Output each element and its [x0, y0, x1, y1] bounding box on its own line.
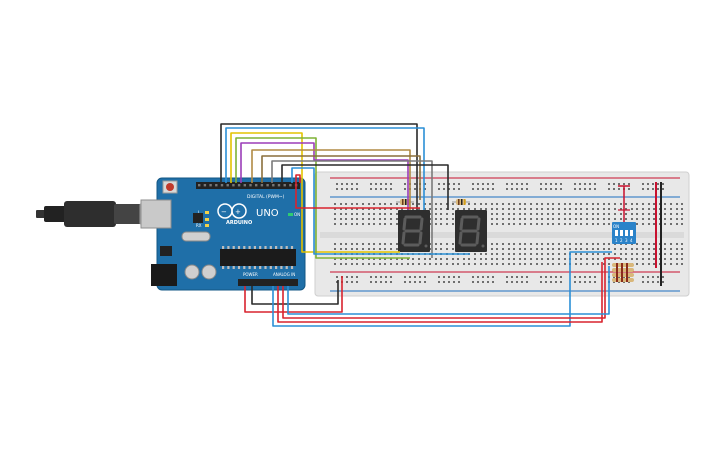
crystal: [181, 231, 211, 242]
capacitor-2: [201, 264, 217, 280]
dip-pos-2: 2: [620, 238, 623, 243]
power-jack: [151, 264, 177, 286]
seven-segment-display-left[interactable]: [398, 210, 430, 252]
pull-down-resistors[interactable]: [612, 263, 634, 282]
l-led: [205, 211, 209, 214]
on-led: [288, 213, 293, 216]
seven-segment-digit-icon: [458, 215, 481, 247]
svg-text:+: +: [235, 208, 241, 216]
reset-button-cap[interactable]: [166, 183, 174, 191]
arduino-logo-icon: − +: [217, 203, 247, 219]
wires-top: [220, 123, 470, 259]
svg-text:−: −: [221, 208, 227, 216]
model-label: UNO: [256, 208, 279, 219]
power-analog-header: [238, 279, 298, 286]
dip-switch[interactable]: ON 1 2 3 4: [612, 222, 636, 244]
atmega-pins: [222, 246, 294, 269]
tx-led: [205, 218, 209, 221]
seven-segment-digit-icon: [401, 215, 424, 247]
atmega-chip: [220, 249, 296, 266]
analog-label: ANALOG IN: [273, 272, 295, 277]
on-led-label: ON: [294, 212, 300, 217]
resistor-icon[interactable]: [452, 199, 470, 205]
dip-on-label: ON: [613, 224, 619, 229]
capacitor-1: [184, 264, 200, 280]
digital-header: [196, 182, 300, 189]
usb-port: [140, 199, 172, 229]
arduino-uno-board[interactable]: DIGITAL (PWM~) − + ARDUINO UNO L TX RX O…: [140, 177, 306, 291]
l-led-label: L: [198, 210, 201, 215]
seven-segment-display-right[interactable]: [455, 210, 487, 252]
power-label: POWER: [243, 272, 258, 277]
dip-pos-4: 4: [630, 238, 633, 243]
digital-header-label: DIGITAL (PWM~): [247, 194, 285, 200]
dip-pos-3: 3: [625, 238, 628, 243]
wires-bottom: [244, 251, 620, 327]
brand-label: ARDUINO: [226, 220, 252, 226]
center-channel: [320, 232, 684, 238]
regulator: [160, 246, 172, 256]
dip-pos-1: 1: [615, 238, 618, 243]
usb-chip: [193, 213, 203, 223]
rx-led: [205, 224, 209, 227]
rx-led-label: RX: [196, 223, 202, 228]
digital-pins: [198, 184, 298, 187]
